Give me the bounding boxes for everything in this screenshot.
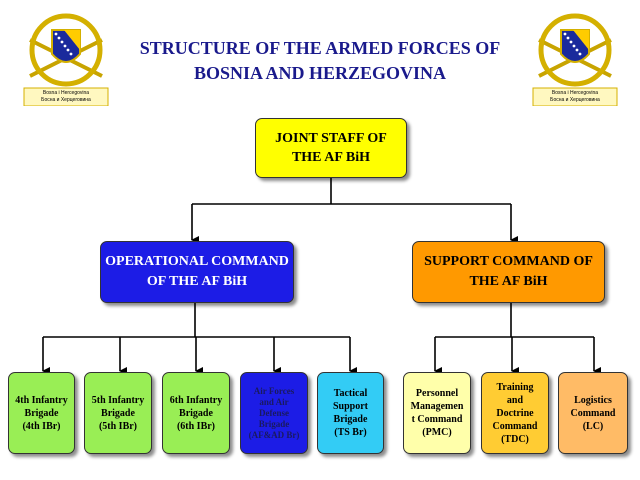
unit-air-forces-air-defense-brigade: Air Forces and Air Defense Brigade (AF&A…	[240, 372, 308, 454]
unit-training-doctrine-command: Training and Doctrine Command (TDC)	[481, 372, 549, 454]
unit-4th-infantry-brigade: 4th Infantry Brigade (4th IBr)	[8, 372, 75, 454]
operational-command-box: OPERATIONAL COMMAND OF THE AF BiH	[100, 241, 294, 303]
right-emblem-icon: Bosna i Hercegovina Босна и Херцеговина	[527, 6, 623, 106]
support-command-box: SUPPORT COMMAND OF THE AF BiH	[412, 241, 605, 303]
page-title: STRUCTURE OF THE ARMED FORCES OF BOSNIA …	[139, 38, 501, 83]
joint-staff-box: JOINT STAFF OF THE AF BiH	[255, 118, 407, 178]
left-emblem-icon: Bosna i Hercegovina Босна и Херцеговина	[18, 6, 114, 106]
unit-tactical-support-brigade: Tactical Support Brigade (TS Br)	[317, 372, 384, 454]
unit-6th-infantry-brigade: 6th Infantry Brigade (6th IBr)	[162, 372, 230, 454]
unit-logistics-command: Logistics Command (LC)	[558, 372, 628, 454]
emblem-caption: Bosna i Hercegovina Босна и Херцеговина	[41, 90, 91, 103]
emblem-caption: Bosna i Hercegovina Босна и Херцеговина	[550, 90, 600, 103]
unit-5th-infantry-brigade: 5th Infantry Brigade (5th IBr)	[84, 372, 152, 454]
unit-personnel-management-command: Personnel Managemen t Command (PMC)	[403, 372, 471, 454]
